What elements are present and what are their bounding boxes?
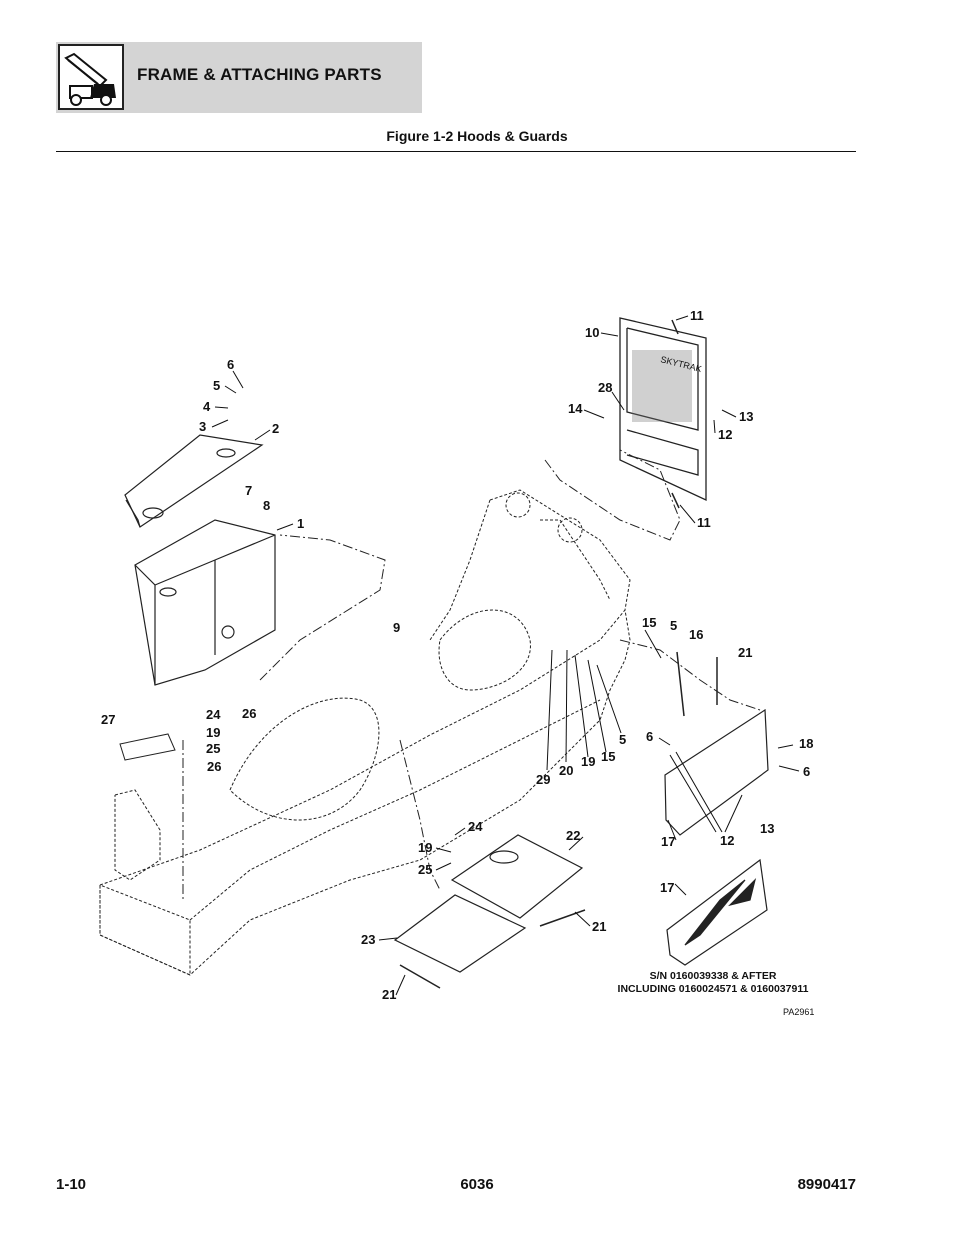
callout: 28 — [598, 380, 612, 395]
side-panel — [664, 708, 769, 836]
callout: 16 — [689, 627, 703, 642]
engine-enclosure — [134, 519, 276, 686]
diagram-callouts: 1 2 3 4 5 6 7 8 9 10 11 11 12 13 14 15 1… — [101, 308, 813, 1002]
engine-hood — [124, 434, 264, 528]
callout: 24 — [206, 707, 221, 722]
callout: 21 — [382, 987, 396, 1002]
callout: 3 — [199, 419, 206, 434]
header-divider — [56, 151, 856, 152]
callout: 26 — [207, 759, 221, 774]
callout: 17 — [661, 834, 675, 849]
figure-title: Figure 1-2 Hoods & Guards — [386, 128, 568, 144]
callout: 6 — [803, 764, 810, 779]
callout: 13 — [739, 409, 753, 424]
callout: 11 — [690, 308, 704, 323]
callout: 24 — [468, 819, 483, 834]
callout: 5 — [213, 378, 220, 393]
perforated-grille — [619, 317, 707, 502]
frame-outline — [99, 608, 631, 976]
page-number: 1-10 — [56, 1176, 87, 1193]
callout: 25 — [206, 741, 220, 756]
callout: 21 — [592, 919, 606, 934]
serial-note-line1: S/N 0160039338 & AFTER — [650, 970, 777, 982]
callout: 14 — [568, 401, 583, 416]
callout: 23 — [361, 932, 375, 947]
callout: 15 — [642, 615, 656, 630]
serial-note-line2: INCLUDING 0160024571 & 0160037911 — [618, 983, 809, 995]
callout: 7 — [245, 483, 252, 498]
callout: 5 — [619, 732, 626, 747]
cover-plate-27 — [119, 733, 176, 761]
telehandler-icon — [58, 44, 124, 110]
callout: 12 — [720, 833, 734, 848]
callout: 11 — [697, 515, 711, 530]
leader-lines — [211, 315, 800, 996]
callout: 6 — [227, 357, 234, 372]
callout: 29 — [536, 772, 550, 787]
callout: 19 — [581, 754, 595, 769]
callout: 8 — [263, 498, 270, 513]
callout: 25 — [418, 862, 432, 877]
model-number: 6036 — [460, 1176, 494, 1193]
callout: 10 — [585, 325, 599, 340]
callout: 6 — [646, 729, 653, 744]
callout: 26 — [242, 706, 256, 721]
callout: 17 — [660, 880, 674, 895]
document-number: 8990417 — [797, 1176, 856, 1193]
callout: 15 — [601, 749, 615, 764]
callout: 20 — [559, 763, 573, 778]
floor-plate-23 — [393, 894, 527, 973]
callout: 27 — [101, 712, 115, 727]
drawing-reference: PA2961 — [783, 1007, 814, 1017]
callout: 9 — [393, 620, 400, 635]
callout: 5 — [670, 618, 677, 633]
callout: 22 — [566, 828, 580, 843]
callout: 12 — [718, 427, 732, 442]
callout: 18 — [799, 736, 813, 751]
callout: 19 — [206, 725, 220, 740]
section-header: FRAME & ATTACHING PARTS — [56, 42, 422, 113]
callout: 4 — [203, 399, 211, 414]
callout: 13 — [760, 821, 774, 836]
callout: 2 — [272, 421, 279, 436]
floor-plate-22 — [450, 834, 584, 919]
callout: 1 — [297, 516, 304, 531]
section-title: FRAME & ATTACHING PARTS — [137, 65, 382, 84]
callout: 19 — [418, 840, 432, 855]
callout: 21 — [738, 645, 752, 660]
side-panel-graphic — [666, 858, 768, 966]
